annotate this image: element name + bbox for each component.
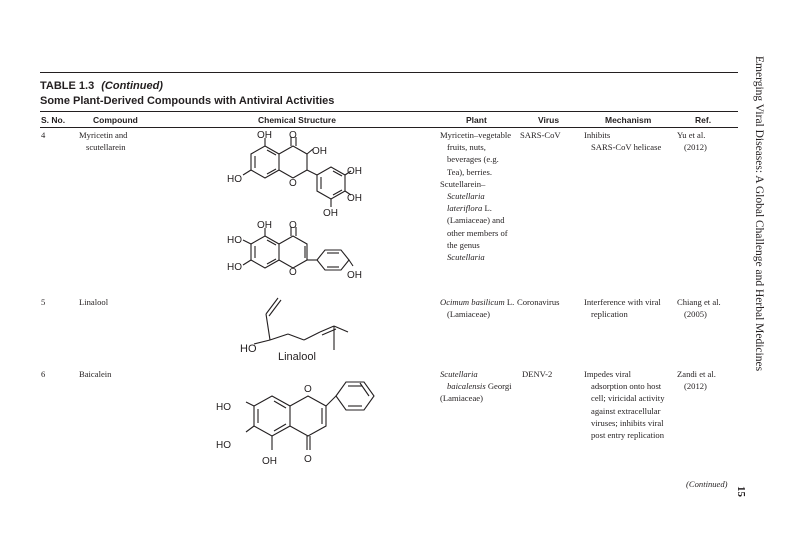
myr-oh1: OH xyxy=(257,130,272,141)
scu-o1: O xyxy=(289,220,297,231)
myr-o1: O xyxy=(289,130,297,141)
myricetin-structure: OH O OH HO O OH OH OH xyxy=(227,130,362,219)
bai-ho1: HO xyxy=(216,402,231,413)
table-caption: Some Plant-Derived Compounds with Antivi… xyxy=(40,95,335,107)
mechanism-line: adsorption onto host xyxy=(591,381,662,392)
col-compound: Compound xyxy=(93,115,138,125)
ref-line: (2012) xyxy=(684,381,707,392)
mechanism-line: cell; viricidal activity xyxy=(591,393,665,404)
linalool-structure: HO Linalool xyxy=(240,297,349,363)
col-virus: Virus xyxy=(538,115,560,125)
myr-oh4: OH xyxy=(347,193,362,204)
lin-ho: HO xyxy=(240,343,257,355)
mechanism-line: SARS-CoV helicase xyxy=(591,142,662,153)
plant-line: Scutellarein– xyxy=(440,178,486,189)
header-bottom-rule xyxy=(40,127,738,128)
col-sno: S. No. xyxy=(41,115,66,125)
plant-line: (Lamiaceae) xyxy=(440,393,483,404)
mechanism-line: Interference with viral xyxy=(584,297,661,307)
col-plant: Plant xyxy=(466,115,487,125)
table-label: TABLE 1.3 xyxy=(40,80,95,92)
myr-oh5: OH xyxy=(323,208,338,219)
row6-compound: Baicalein xyxy=(79,368,111,380)
ref-line: Chiang et al. xyxy=(677,297,721,307)
mechanism-line: post entry replication xyxy=(591,430,665,441)
continued-tag: (Continued) xyxy=(101,80,163,92)
row4-virus: SARS-CoV xyxy=(520,130,561,140)
row4-sno: 4 xyxy=(41,130,46,140)
myr-ho: HO xyxy=(227,174,242,185)
col-ref: Ref. xyxy=(695,115,712,125)
row5-sno: 5 xyxy=(41,297,46,307)
mechanism-line: viruses; inhibits viral xyxy=(591,417,664,428)
plant-line: other members of xyxy=(447,227,508,238)
top-rule xyxy=(40,72,738,73)
plant-line: baicalensis Georgi xyxy=(447,381,512,392)
compound-line: Myricetin and xyxy=(79,130,128,140)
row5-ref: Chiang et al. (2005) xyxy=(677,296,721,320)
plant-line: Scutellaria xyxy=(447,252,485,263)
ref-line: Yu et al. xyxy=(677,130,706,140)
plant-line: beverages (e.g. xyxy=(447,154,499,165)
continued-footer: (Continued) xyxy=(686,479,728,489)
table-title: TABLE 1.3 (Continued) xyxy=(40,80,163,92)
compound-line: scutellarein xyxy=(86,142,126,153)
ref-line: Zandi et al. xyxy=(677,369,716,379)
page-number: 15 xyxy=(735,486,747,497)
ref-line: (2005) xyxy=(684,309,707,320)
col-mechanism: Mechanism xyxy=(605,115,652,125)
row5-plant: Ocimum basilicum L. (Lamiaceae) xyxy=(440,296,522,320)
mechanism-line: replication xyxy=(591,309,628,320)
row6-sno: 6 xyxy=(41,369,46,379)
myr-o-ring: O xyxy=(289,178,297,189)
myr-oh2: OH xyxy=(312,146,327,157)
compound-line: Linalool xyxy=(79,297,109,307)
plant-line: Scutellaria xyxy=(440,369,478,379)
mechanism-line: Inhibits xyxy=(584,130,611,140)
row4-plant: Myricetin–vegetable fruits, nuts,beverage… xyxy=(440,129,522,263)
mechanism-line: against extracellular xyxy=(591,405,661,416)
col-structure: Chemical Structure xyxy=(258,115,336,125)
bai-o-ring: O xyxy=(304,384,312,395)
header-top-rule xyxy=(40,111,738,112)
scu-o-ring: O xyxy=(289,267,297,278)
row5-compound: Linalool xyxy=(79,296,108,308)
plant-line: lateriflora L. xyxy=(447,203,492,214)
compound-line: Baicalein xyxy=(79,369,112,379)
plant-line: the genus xyxy=(447,239,480,250)
bai-oh: OH xyxy=(262,456,277,467)
myr-oh3: OH xyxy=(347,166,362,177)
bai-ho2: HO xyxy=(216,440,231,451)
plant-line: Scutellaria xyxy=(447,191,485,202)
plant-line: (Lamiaceae) and xyxy=(447,215,505,226)
scu-ho1: HO xyxy=(227,235,242,246)
row6-plant: Scutellaria baicalensis Georgi(Lamiaceae) xyxy=(440,368,522,405)
mechanism-line: Impedes viral xyxy=(584,369,632,379)
row5-mechanism: Interference with viral replication xyxy=(584,296,661,320)
scu-ho2: HO xyxy=(227,262,242,273)
row6-ref: Zandi et al. (2012) xyxy=(677,368,716,392)
plant-line: (Lamiaceae) xyxy=(447,309,490,320)
row4-ref: Yu et al. (2012) xyxy=(677,129,707,153)
row5-virus: Coronavirus xyxy=(517,297,560,307)
row6-virus: DENV-2 xyxy=(522,369,553,379)
scu-oh2: OH xyxy=(347,270,362,281)
plant-line: fruits, nuts, xyxy=(447,142,486,153)
bai-o-keto: O xyxy=(304,454,312,465)
plant-line: Tea), berries. xyxy=(447,166,492,177)
scutellarein-structure: OH O HO HO O OH xyxy=(227,220,362,281)
baicalein-structure: HO HO O O OH xyxy=(216,381,375,467)
running-head: Emerging Viral Diseases: A Global Challe… xyxy=(753,56,765,372)
ref-line: (2012) xyxy=(684,142,707,153)
row4-compound: Myricetin and scutellarein xyxy=(79,129,127,153)
scu-oh1: OH xyxy=(257,220,272,231)
plant-line: Myricetin–vegetable xyxy=(440,130,512,140)
lin-name: Linalool xyxy=(278,351,316,363)
plant-line: Ocimum basilicum L. xyxy=(440,297,515,307)
